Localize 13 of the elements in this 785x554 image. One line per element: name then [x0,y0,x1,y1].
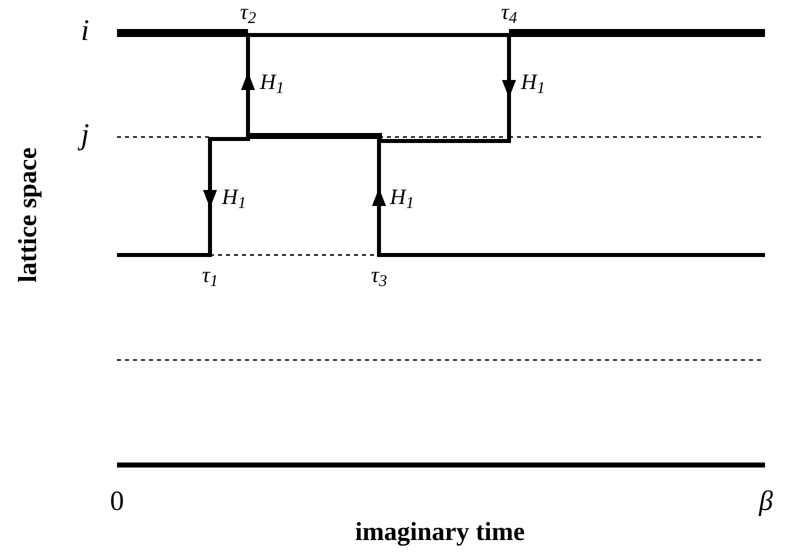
axis-tick-label: 0 [110,488,124,516]
hopping-label: H$_{1}$ [260,71,284,93]
time-label: τ$_{4}$ [500,1,518,23]
axis-tick-label: β [759,488,773,516]
axis-title: imaginary time [355,519,525,545]
time-label: τ$_{2}$ [240,1,256,23]
hopping-label: H$_{1}$ [222,186,246,208]
time-label: τ$_{1}$ [202,264,218,286]
site-label: i [80,16,90,46]
hopping-label: H$_{1}$ [520,71,546,93]
hopping-label: H$_{1}$ [390,186,414,208]
time-label: τ$_{3}$ [370,264,388,286]
axis-title: lattice space [15,148,41,282]
